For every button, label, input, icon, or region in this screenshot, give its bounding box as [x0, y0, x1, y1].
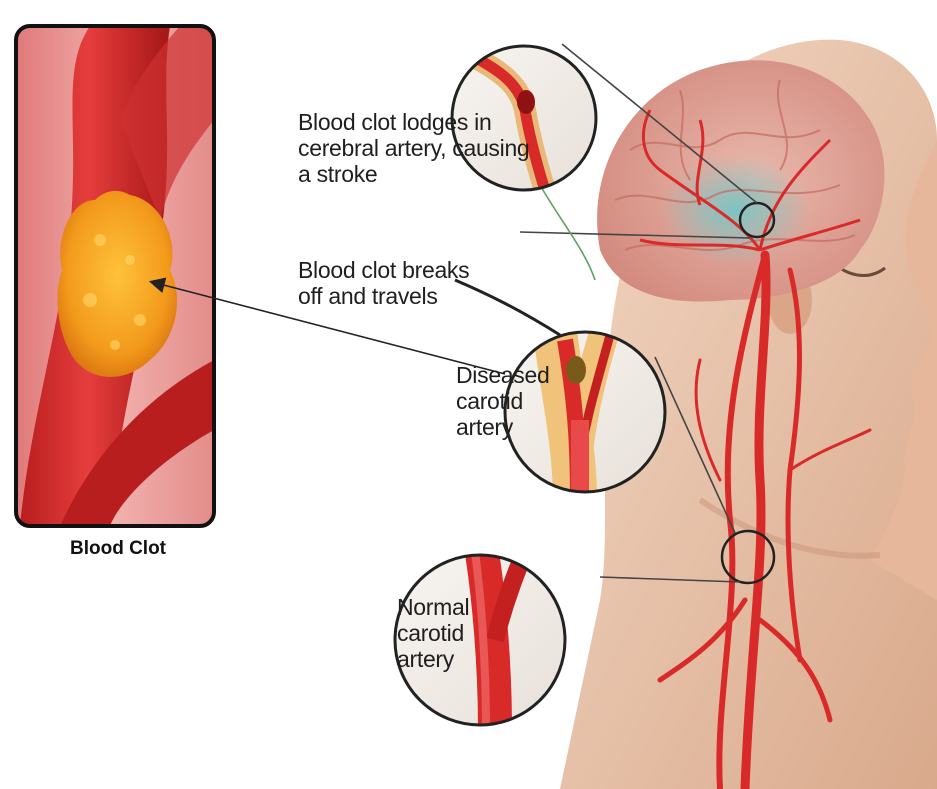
inset-caption: Blood Clot — [20, 538, 216, 560]
lodges-line-2: cerebral artery, causing — [298, 135, 529, 161]
brain — [597, 60, 884, 301]
normal-line-1: Normal — [397, 594, 469, 620]
lodges-label: Blood clot lodges in cerebral artery, ca… — [298, 109, 529, 187]
normal-label: Normal carotid artery — [397, 594, 469, 672]
diseased-line-2: carotid — [456, 388, 550, 414]
lodges-line-3: a stroke — [298, 161, 529, 187]
lodges-line-1: Blood clot lodges in — [298, 109, 529, 135]
breaks-label: Blood clot breaks off and travels — [298, 257, 469, 309]
breaks-line-1: Blood clot breaks — [298, 257, 469, 283]
normal-line-2: carotid — [397, 620, 469, 646]
breaks-pointer — [455, 280, 560, 335]
diseased-line-3: artery — [456, 414, 550, 440]
normal-line-3: artery — [397, 646, 469, 672]
blood-clot-inset — [16, 26, 214, 526]
diseased-label: Diseased carotid artery — [456, 362, 550, 440]
breaks-line-2: off and travels — [298, 283, 469, 309]
diseased-line-1: Diseased — [456, 362, 550, 388]
